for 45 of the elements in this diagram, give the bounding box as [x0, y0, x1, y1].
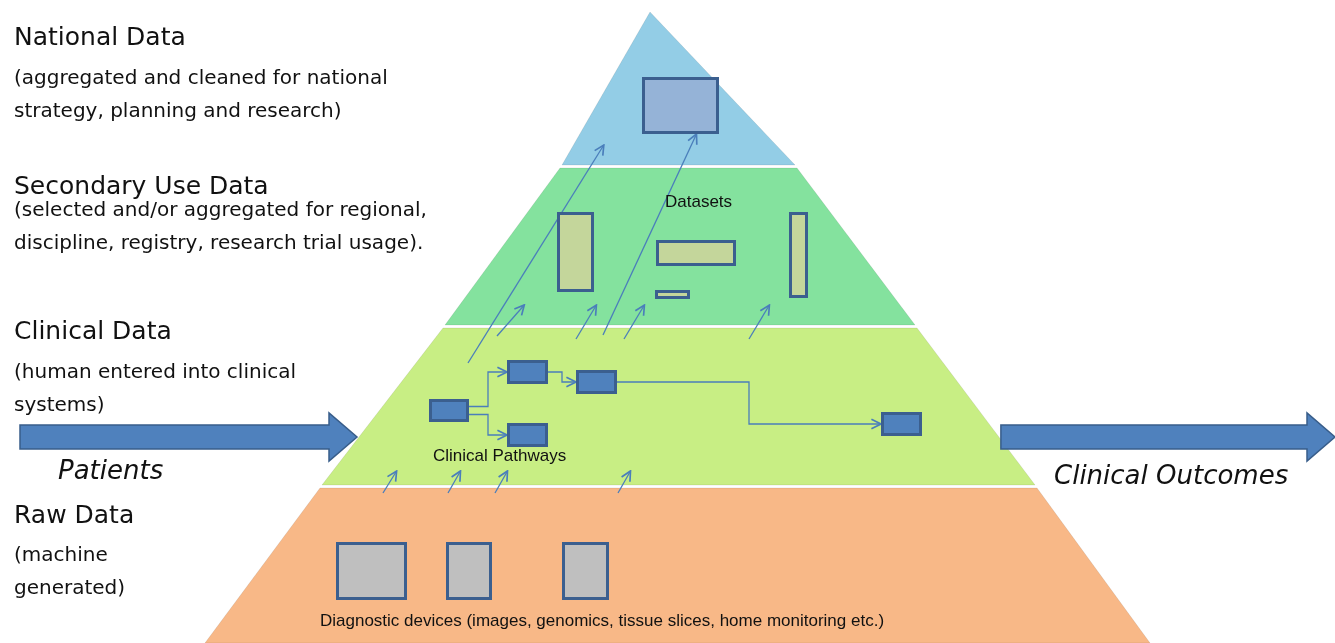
device-box — [446, 542, 492, 600]
arrow — [468, 366, 508, 408]
pyramid-layer — [322, 328, 1035, 485]
layer-description: (human entered into clinical systems) — [14, 358, 297, 418]
dataset-box — [655, 290, 690, 299]
arrow — [494, 470, 509, 494]
layer-heading: Secondary Use Data — [14, 171, 270, 201]
arrow — [496, 304, 526, 337]
arrow — [617, 470, 632, 494]
layer-label: Diagnostic devices (images, genomics, tissue slices, home monitoring etc.) — [320, 611, 885, 631]
arrow — [468, 413, 508, 441]
arrow — [467, 144, 605, 364]
dataset-box — [642, 77, 719, 134]
pyramid-layer — [445, 168, 915, 325]
layer-heading: Clinical Data — [14, 316, 173, 346]
layer-description: (machine generated) — [14, 541, 127, 601]
arrow — [602, 133, 698, 336]
pyramid-layer — [205, 488, 1150, 643]
block-arrow — [19, 411, 359, 463]
arrow — [748, 304, 771, 340]
edge-label: Clinical Outcomes — [1054, 460, 1289, 490]
dataset-box — [656, 240, 736, 266]
device-box — [336, 542, 407, 600]
dataset-box — [557, 212, 594, 292]
device-box — [562, 542, 609, 600]
pathway-step-box — [507, 360, 548, 384]
layer-label: Clinical Pathways — [433, 446, 567, 466]
pathway-step-box — [576, 370, 617, 394]
arrow — [575, 304, 598, 340]
layer-heading: National Data — [14, 22, 187, 52]
arrow — [623, 304, 646, 340]
arrow — [447, 470, 462, 494]
block-arrow — [1000, 411, 1335, 463]
pathway-step-box — [507, 423, 548, 447]
pathway-step-box — [429, 399, 469, 422]
pyramid-top-layer — [562, 12, 795, 165]
pathway-step-box — [881, 412, 922, 436]
edge-label: Patients — [58, 455, 164, 485]
dataset-box — [789, 212, 808, 298]
arrow — [547, 371, 577, 388]
layer-label: Datasets — [665, 192, 733, 212]
arrow — [382, 470, 398, 494]
arrow — [616, 381, 882, 430]
layer-heading: Raw Data — [14, 500, 136, 530]
layer-description: (aggregated and cleaned for national strategy, planning and research) — [14, 64, 389, 124]
